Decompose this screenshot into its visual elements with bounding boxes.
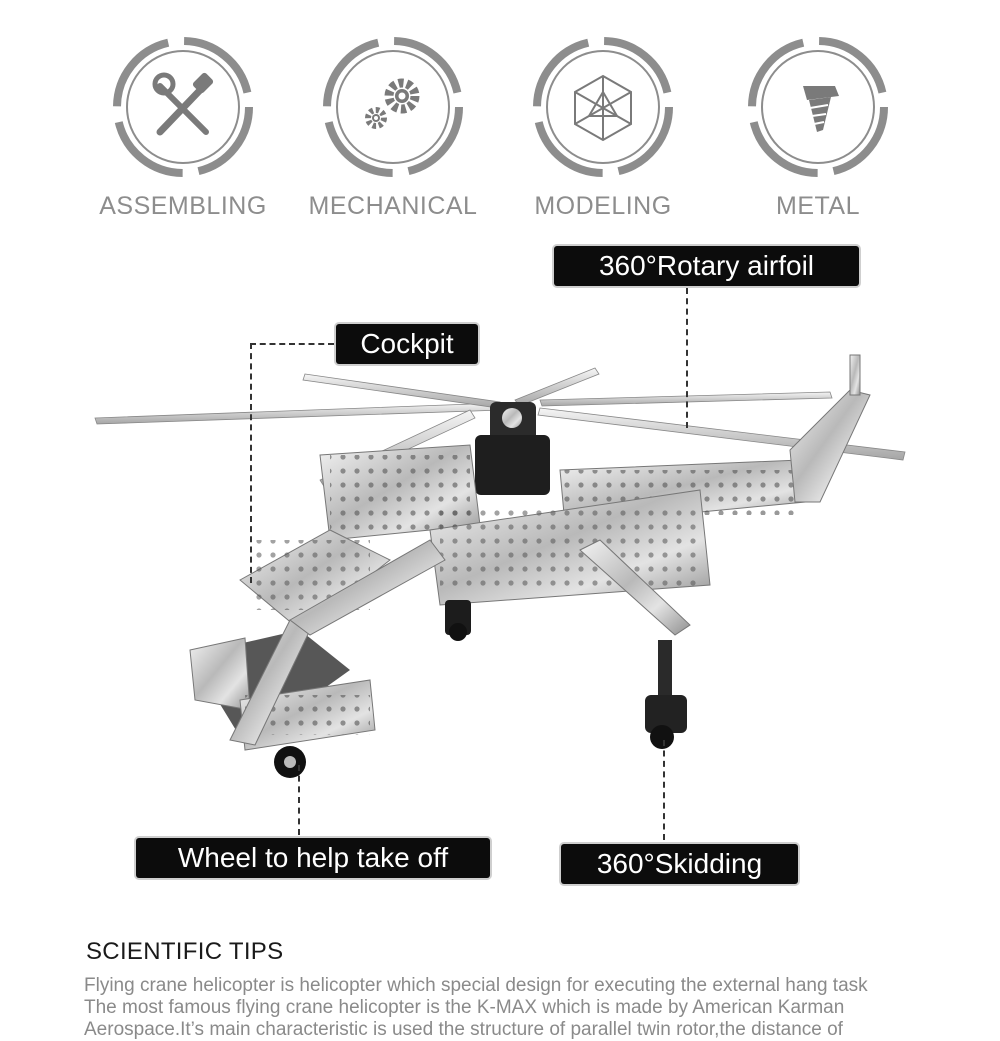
callout-cockpit: Cockpit <box>336 324 478 364</box>
feature-assembling: ASSEMBLING <box>93 36 273 221</box>
leader-line-cockpit-v <box>250 343 252 583</box>
leader-line-skidding <box>663 740 665 840</box>
callout-rotary-airfoil: 360°Rotary airfoil <box>554 246 859 286</box>
polyhedron-icon <box>533 37 673 177</box>
tips-title: SCIENTIFIC TIPS <box>86 938 284 965</box>
feature-label: MODELING <box>534 192 672 220</box>
tips-text: Flying crane helicopter is helicopter wh… <box>84 975 984 1041</box>
tips-line: Flying crane helicopter is helicopter wh… <box>84 975 868 996</box>
feature-icons-row: ASSEMBLING MECHANICAL MODELIN <box>0 0 1000 240</box>
feature-metal: METAL <box>728 36 908 221</box>
tips-line: The most famous flying crane helicopter … <box>84 997 845 1018</box>
gears-icon <box>323 37 463 177</box>
leader-line-wheel <box>298 765 300 835</box>
leader-line-cockpit-h <box>250 343 334 345</box>
leader-line-rotary <box>686 288 688 428</box>
callout-wheel: Wheel to help take off <box>136 838 490 878</box>
tips-line: Aerospace.It’s main characteristic is us… <box>84 1019 843 1040</box>
callout-skidding: 360°Skidding <box>561 844 798 884</box>
wrench-screwdriver-icon <box>113 37 253 177</box>
feature-mechanical: MECHANICAL <box>303 36 483 221</box>
feature-label: METAL <box>776 192 860 220</box>
feature-modeling: MODELING <box>513 36 693 221</box>
metal-helicopter-model-image <box>94 354 906 778</box>
feature-label: ASSEMBLING <box>99 192 267 220</box>
feature-label: MECHANICAL <box>308 192 478 220</box>
screw-icon <box>748 37 888 177</box>
